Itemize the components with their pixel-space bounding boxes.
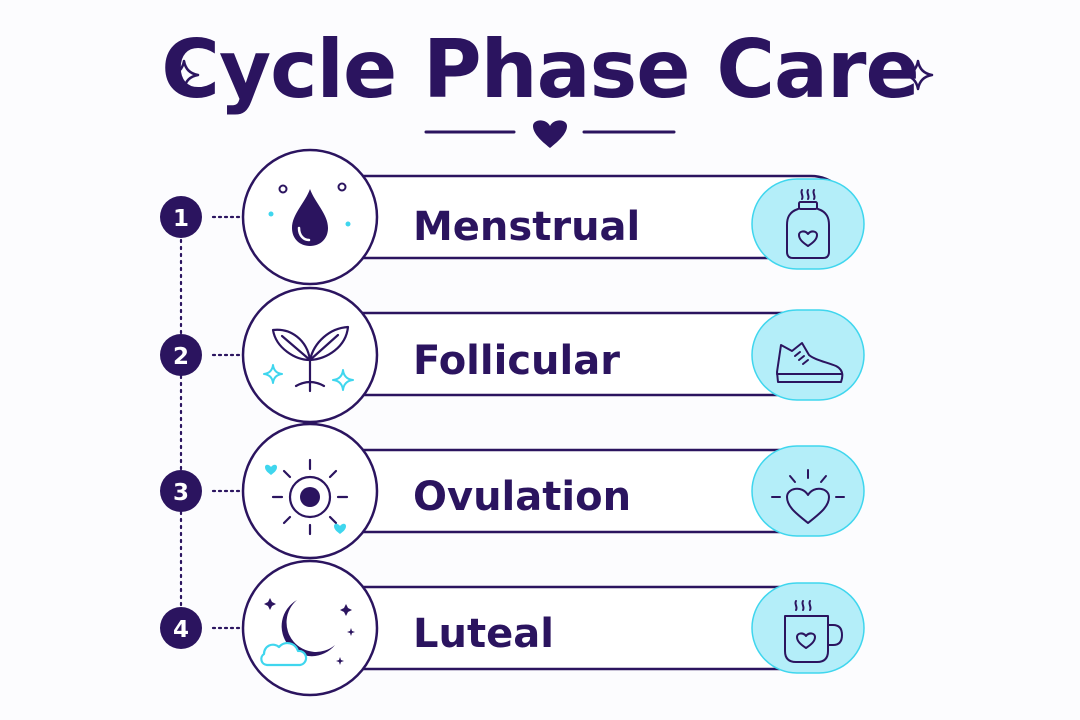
sparkle-icon <box>332 369 354 391</box>
phase-label-ovulation: Ovulation <box>413 474 632 520</box>
heart-mug-icon <box>784 600 843 663</box>
step-number: 4 <box>173 617 189 643</box>
step-number: 1 <box>173 206 189 232</box>
phase-row-ovulation: 3 <box>160 422 865 560</box>
cloud-icon <box>260 642 308 667</box>
phase-label-luteal: Luteal <box>413 611 554 657</box>
phase-row-menstrual: 1 <box>160 148 865 286</box>
phase-row-luteal: 4 <box>160 559 865 697</box>
step-number-badge <box>160 334 202 376</box>
phase-label-menstrual: Menstrual <box>413 204 641 250</box>
sneaker-icon <box>776 342 844 383</box>
care-pill <box>751 445 865 537</box>
sparkle-icon <box>263 364 283 384</box>
step-number: 2 <box>173 344 189 370</box>
care-pill <box>751 582 865 674</box>
step-number-badge <box>160 196 202 238</box>
crescent-moon-icon <box>264 598 355 665</box>
phase-icon-circle <box>241 559 379 697</box>
left-sparkle-icon <box>168 59 200 91</box>
heart-jar-icon <box>786 189 830 259</box>
care-pill <box>751 178 865 270</box>
phase-row-follicular: 2 <box>160 286 865 424</box>
phase-label-follicular: Follicular <box>413 338 620 384</box>
right-sparkle-icon <box>902 59 934 91</box>
page-title: Cycle Phase Care <box>161 23 920 116</box>
sprout-icon <box>271 325 350 393</box>
title-decorations <box>168 59 934 148</box>
divider-heart-icon <box>533 120 567 148</box>
glowing-heart-icon <box>771 469 845 524</box>
sun-icon <box>265 458 349 536</box>
step-number: 3 <box>173 480 189 506</box>
water-drop-icon <box>268 182 351 246</box>
step-number-badge <box>160 470 202 512</box>
step-number-badge <box>160 607 202 649</box>
